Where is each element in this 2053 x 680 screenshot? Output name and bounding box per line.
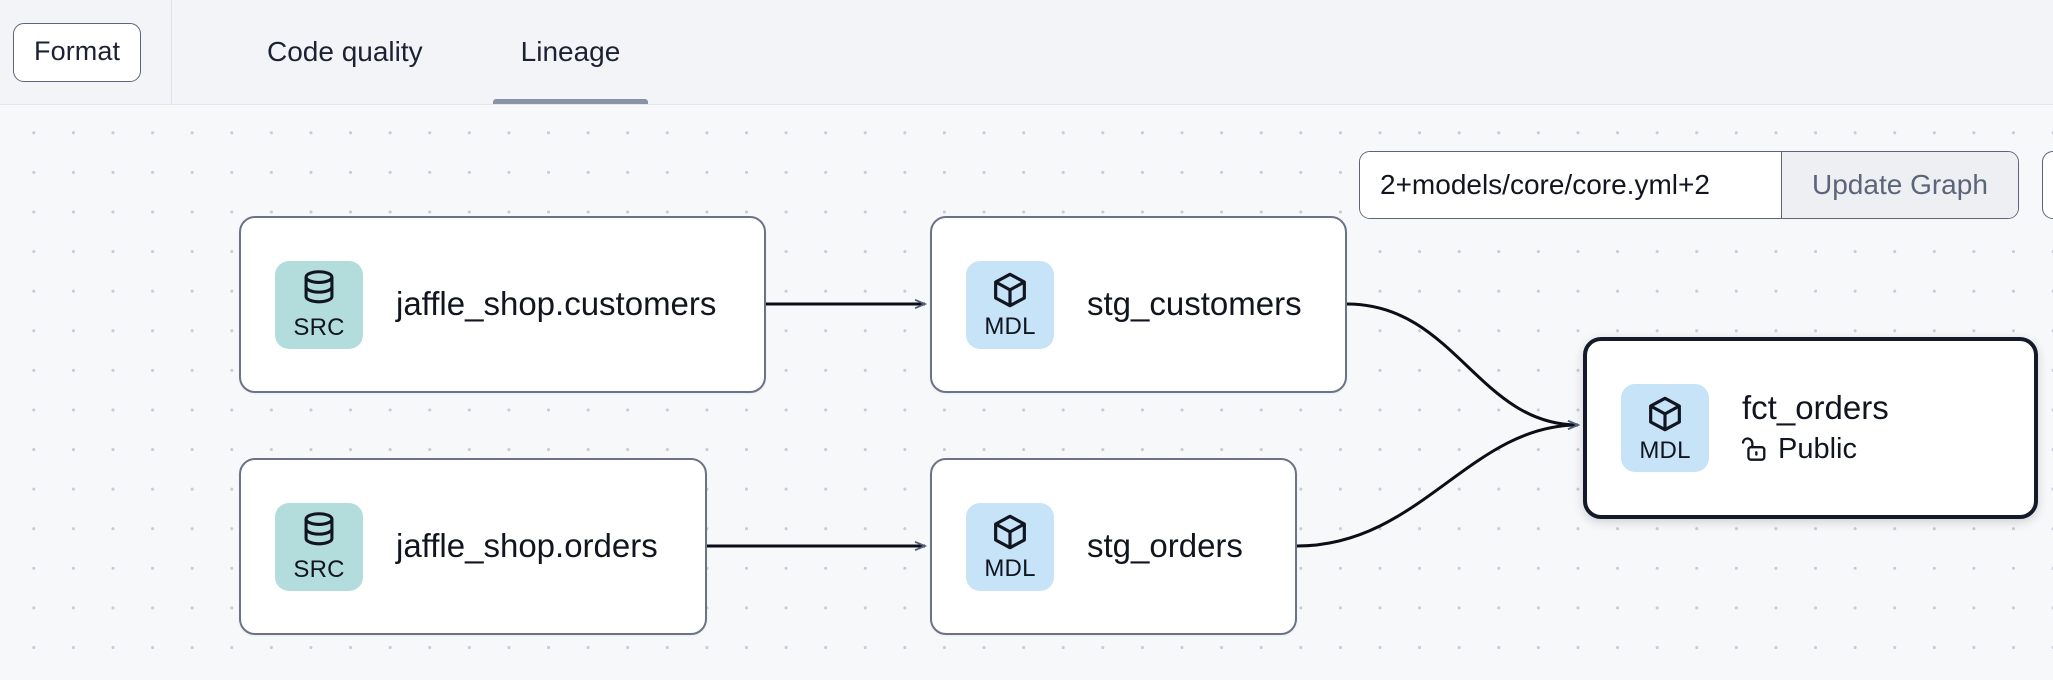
- lineage-node-fct-orders[interactable]: MDL fct_orders Public: [1583, 337, 2038, 519]
- tab-code-quality[interactable]: Code quality: [239, 0, 451, 104]
- node-body: stg_orders: [1087, 527, 1243, 565]
- node-access-row: Public: [1742, 433, 1889, 466]
- format-button-zone: Format: [0, 0, 172, 104]
- node-title: jaffle_shop.customers: [396, 285, 717, 323]
- edge-stg-customers-to-fct-orders: [1346, 302, 1578, 425]
- source-badge: SRC: [275, 502, 363, 591]
- tab-lineage[interactable]: Lineage: [492, 0, 649, 104]
- lineage-node-stg-orders[interactable]: MDL stg_orders: [930, 458, 1297, 635]
- node-body: stg_customers: [1087, 285, 1302, 323]
- source-badge-label: SRC: [293, 556, 345, 583]
- lineage-canvas[interactable]: SRC jaffle_shop.customers SRC jaffle_sho…: [0, 105, 2053, 680]
- cube-icon: [994, 514, 1026, 550]
- node-title: fct_orders: [1742, 389, 1889, 427]
- cube-icon: [1649, 396, 1681, 431]
- model-badge-label: MDL: [1639, 436, 1691, 464]
- tab-lineage-label: Lineage: [520, 36, 621, 67]
- graph-selector-input[interactable]: [1360, 152, 1781, 218]
- format-button[interactable]: Format: [13, 22, 142, 82]
- node-title: stg_orders: [1087, 527, 1243, 565]
- database-icon: [304, 270, 334, 304]
- update-graph-button[interactable]: Update Graph: [1781, 152, 2018, 218]
- cube-icon: [994, 272, 1026, 308]
- lineage-node-stg-customers[interactable]: MDL stg_customers: [930, 216, 1347, 393]
- database-icon: [304, 512, 334, 546]
- model-badge-label: MDL: [984, 313, 1036, 340]
- unlock-icon: [1742, 437, 1766, 462]
- edge-stg-orders-to-fct-orders: [1296, 425, 1578, 548]
- node-body: jaffle_shop.orders: [396, 527, 658, 565]
- graph-selector-control: Update Graph: [1359, 151, 2019, 219]
- model-badge-label: MDL: [984, 555, 1036, 582]
- tab-code-quality-label: Code quality: [267, 36, 423, 67]
- node-body: fct_orders Public: [1742, 389, 1889, 466]
- source-badge: SRC: [275, 260, 363, 349]
- node-access-label: Public: [1778, 432, 1857, 465]
- lineage-node-jaffle-shop-customers[interactable]: SRC jaffle_shop.customers: [239, 216, 766, 393]
- graph-overflow-control[interactable]: [2042, 151, 2053, 219]
- node-title: jaffle_shop.orders: [396, 527, 658, 565]
- model-badge: MDL: [966, 260, 1054, 349]
- node-body: jaffle_shop.customers: [396, 285, 717, 323]
- node-title: stg_customers: [1087, 285, 1302, 323]
- editor-toolbar: Format Code quality Lineage: [0, 0, 2053, 105]
- source-badge-label: SRC: [293, 314, 345, 341]
- model-badge: MDL: [966, 502, 1054, 591]
- lineage-node-jaffle-shop-orders[interactable]: SRC jaffle_shop.orders: [239, 458, 707, 635]
- model-badge: MDL: [1621, 384, 1709, 472]
- tab-bar: Code quality Lineage: [172, 0, 648, 104]
